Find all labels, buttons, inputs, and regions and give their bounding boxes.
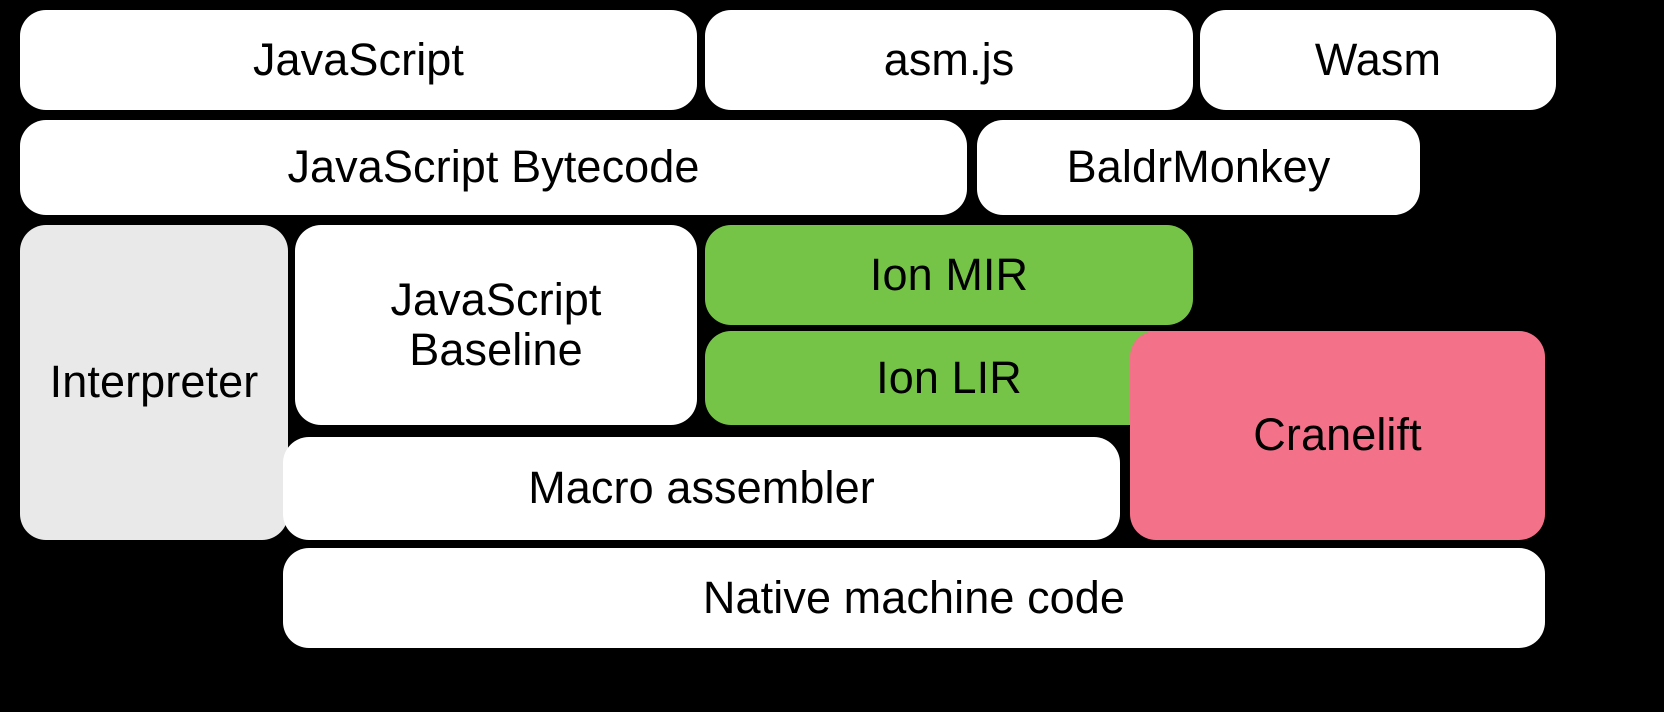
box-javascript-baseline[interactable]: JavaScript Baseline	[295, 225, 697, 425]
box-baldrmonkey[interactable]: BaldrMonkey	[977, 120, 1420, 215]
box-cranelift[interactable]: Cranelift	[1130, 331, 1545, 540]
box-native-machine-code[interactable]: Native machine code	[283, 548, 1545, 648]
box-asmjs[interactable]: asm.js	[705, 10, 1193, 110]
box-wasm[interactable]: Wasm	[1200, 10, 1556, 110]
box-javascript-bytecode[interactable]: JavaScript Bytecode	[20, 120, 967, 215]
box-ion-lir[interactable]: Ion LIR	[705, 331, 1193, 425]
box-javascript[interactable]: JavaScript	[20, 10, 697, 110]
box-ion-mir[interactable]: Ion MIR	[705, 225, 1193, 325]
box-interpreter[interactable]: Interpreter	[20, 225, 288, 540]
box-macro-assembler[interactable]: Macro assembler	[283, 437, 1120, 540]
